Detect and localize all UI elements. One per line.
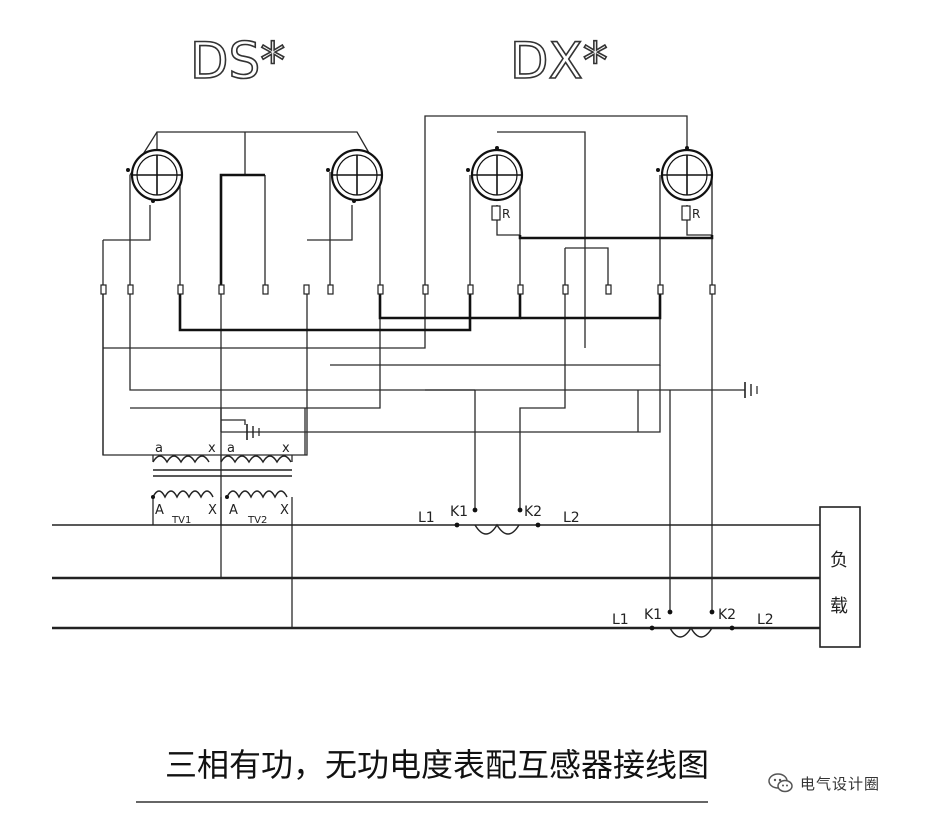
meter-dx-right-mark: R <box>692 207 700 221</box>
ct2 <box>649 609 735 638</box>
tv1-primary-x: X <box>208 503 217 518</box>
wiring-bold <box>178 173 714 332</box>
tv2-primary-a: A <box>229 503 238 518</box>
terminal-strip <box>100 284 716 295</box>
watermark: 电气设计圈 <box>768 772 880 794</box>
phase-lines <box>52 524 820 630</box>
ct1 <box>454 507 541 535</box>
meter-ds-left <box>126 148 184 203</box>
ct2-k2: K2 <box>718 607 736 623</box>
tv1-label: TV1 <box>171 515 191 526</box>
tv2-label: TV2 <box>247 515 267 526</box>
wiring-thin <box>102 115 745 628</box>
tv2-primary-x: X <box>280 503 289 518</box>
resistor-icon <box>681 205 691 221</box>
ct2-l1: L1 <box>612 612 629 628</box>
tv2-secondary-x: x <box>282 441 290 456</box>
resistor-icon <box>491 205 501 221</box>
load-label-bottom: 载 <box>830 596 848 617</box>
ct2-k1: K1 <box>644 607 662 623</box>
tv-primary-coils <box>151 490 288 499</box>
meter-dx-right: R <box>656 146 714 221</box>
ct1-k1: K1 <box>450 504 468 520</box>
ct1-l2: L2 <box>563 510 580 526</box>
ct1-l1: L1 <box>418 510 435 526</box>
tv1-secondary-x: x <box>208 441 216 456</box>
ct1-k2: K2 <box>524 504 542 520</box>
wechat-icon <box>768 773 793 793</box>
tv1-primary-a: A <box>155 503 164 518</box>
ground-icon <box>246 424 260 440</box>
meter-dx-label: DX* <box>510 32 608 90</box>
load-box <box>819 506 861 648</box>
meter-dx-left: R <box>466 146 524 221</box>
meter-ds-label: DS* <box>190 32 285 90</box>
tv1-secondary-a: a <box>155 441 163 456</box>
watermark-text: 电气设计圈 <box>800 774 881 793</box>
ground-icon <box>744 382 758 398</box>
tv2-secondary-a: a <box>227 441 235 456</box>
tv-secondary-coils <box>152 455 292 477</box>
diagram-caption: 三相有功，无功电度表配互感器接线图 <box>165 746 709 784</box>
meter-ds-right <box>326 148 384 203</box>
ct2-l2: L2 <box>757 612 774 628</box>
meter-dx-left-mark: R <box>502 207 510 221</box>
load-label-top: 负 <box>830 550 848 571</box>
